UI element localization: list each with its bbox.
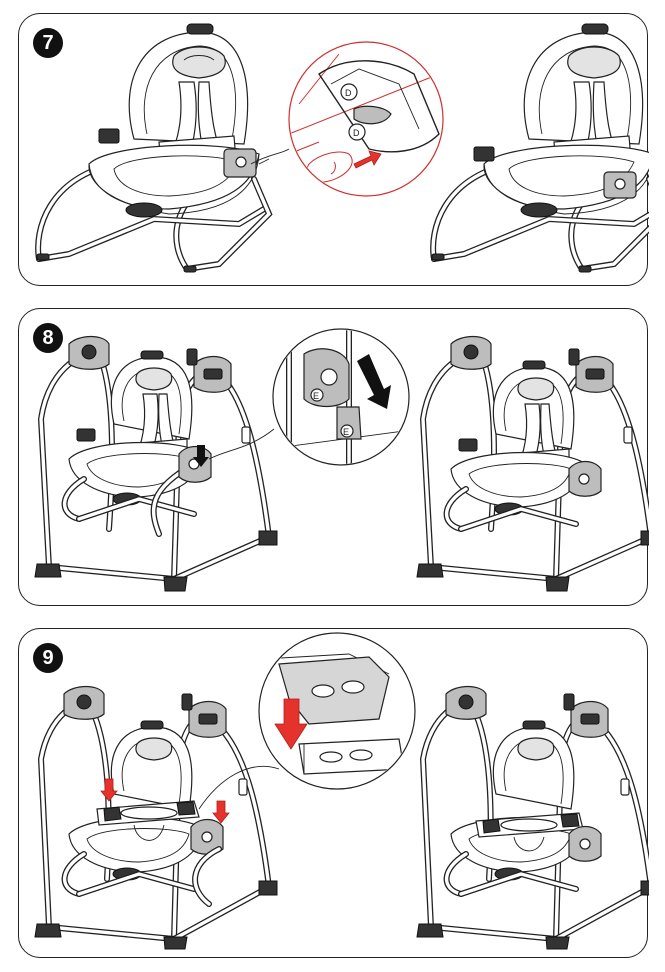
zoom-callout-9	[258, 632, 416, 790]
arrow-black-icon	[357, 354, 391, 409]
arrow-red-icon-left	[100, 778, 118, 802]
bouncer-right	[430, 23, 649, 273]
step-badge-7: 7	[33, 28, 63, 58]
swing-with-tray-right	[416, 685, 649, 950]
arrow-red-icon	[274, 698, 308, 750]
arrow-red-icon-right	[212, 800, 230, 824]
step-badge-9: 9	[33, 643, 63, 673]
step-8-illustration: E E	[34, 328, 649, 592]
callout-label-e-1: E	[313, 391, 319, 401]
callout-label-d-2: D	[353, 128, 360, 138]
step-badge-8: 8	[33, 323, 63, 353]
callout-label-d-1: D	[345, 88, 352, 98]
callout-label-e-2: E	[343, 427, 349, 437]
zoom-callout-7: D D	[288, 41, 444, 197]
step-7-illustration: D D	[35, 23, 649, 273]
swing-right	[416, 335, 649, 592]
arrow-black-icon-small	[193, 445, 209, 467]
swing-with-tray-left	[34, 685, 278, 950]
step-9-illustration	[34, 632, 649, 950]
swing-left	[34, 335, 278, 592]
arrow-red-icon	[353, 150, 382, 169]
step-9-panel: 9	[18, 628, 649, 958]
zoom-callout-8: E E	[272, 328, 410, 466]
step-8-panel: 8	[18, 308, 649, 606]
step-7-panel: 7	[18, 13, 649, 286]
bouncer-left	[35, 23, 273, 273]
